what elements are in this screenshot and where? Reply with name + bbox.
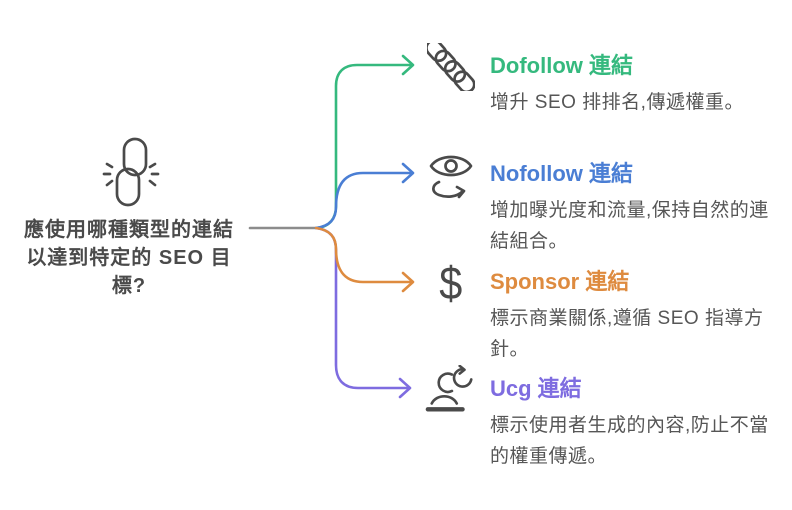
- connector-nofollow: [314, 162, 415, 230]
- branch-title-nofollow: Nofollow 連結: [490, 161, 633, 186]
- central-question-line2: 以達到特定的 SEO 目: [26, 247, 232, 269]
- central-question: 應使用哪種類型的連結 以達到特定的 SEO 目 標?: [0, 216, 258, 300]
- user-refresh-icon: [424, 364, 478, 416]
- central-question-line1: 應使用哪種類型的連結: [24, 219, 234, 241]
- branch-title-dofollow: Dofollow 連結: [490, 53, 633, 78]
- branch-title-sponsor: Sponsor 連結: [490, 269, 630, 294]
- branch-desc-dofollow: 增升 SEO 排排名,傳遞權重。: [490, 92, 744, 113]
- dollar-glyph: $: [439, 257, 463, 309]
- connector-ucg: [314, 226, 412, 399]
- branch-title-ucg: Ucg 連結: [490, 376, 582, 401]
- arrowhead-nofollow: [401, 162, 415, 184]
- dollar-sign-icon: $: [424, 257, 478, 309]
- branch-desc-sponsor: 標示商業關係,遵循 SEO 指導方針。: [490, 308, 764, 360]
- eye-swap-icon: [424, 149, 478, 201]
- central-topic[interactable]: 應使用哪種類型的連結 以達到特定的 SEO 目 標?: [0, 136, 258, 300]
- connector-dofollow: [314, 54, 415, 230]
- branch-desc-ucg: 標示使用者生成的內容,防止不當的權重傳遞。: [490, 415, 769, 467]
- chain-links-icon: [424, 41, 478, 93]
- branch-ucg[interactable]: Ucg 連結 標示使用者生成的內容,防止不當的權重傳遞。: [424, 364, 770, 472]
- connector-sponsor: [314, 226, 415, 293]
- branch-nofollow[interactable]: Nofollow 連結 增加曝光度和流量,保持自然的連結組合。: [424, 149, 770, 257]
- central-question-line3: 標?: [111, 275, 147, 297]
- branch-sponsor[interactable]: $ Sponsor 連結 標示商業關係,遵循 SEO 指導方針。: [424, 257, 770, 365]
- arrowhead-sponsor: [401, 271, 415, 293]
- branch-dofollow[interactable]: Dofollow 連結 增升 SEO 排排名,傳遞權重。: [424, 41, 770, 118]
- arrowhead-ucg: [398, 377, 412, 399]
- branch-desc-nofollow: 增加曝光度和流量,保持自然的連結組合。: [490, 200, 769, 252]
- broken-link-icon: [102, 137, 160, 207]
- arrowhead-dofollow: [401, 54, 415, 76]
